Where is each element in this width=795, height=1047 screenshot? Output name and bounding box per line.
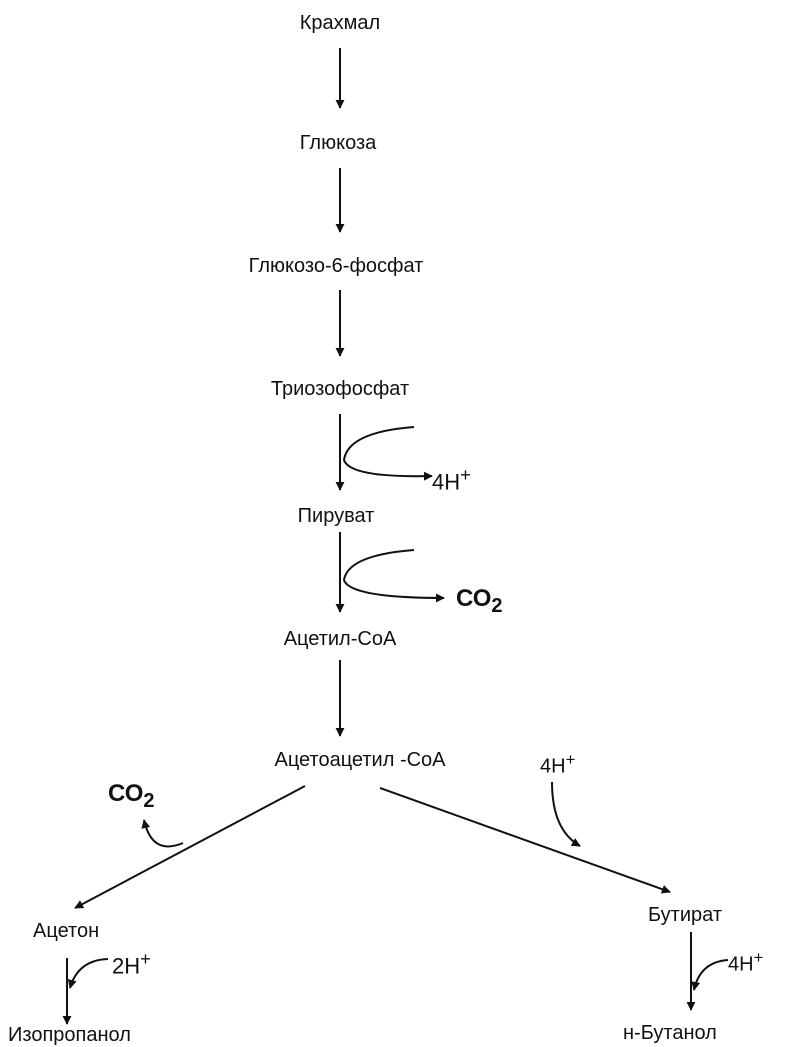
- label-4h-triose: 4Н+: [432, 464, 471, 495]
- label-4h-butyrate: 4Н+: [540, 750, 576, 778]
- arrow-acetoacetylcoa-acetone: [74, 785, 306, 909]
- node-triose-phosphate: Триозофосфат: [270, 378, 410, 400]
- node-butyrate: Бутират: [648, 904, 722, 926]
- node-glucose: Глюкоза: [299, 132, 377, 154]
- label-4h-butanol: 4Н+: [728, 948, 764, 976]
- label-co2-pyruvate: СО2: [456, 585, 503, 617]
- node-isopropanol: Изопропанол: [8, 1024, 131, 1046]
- side-arrow-co2-out: [141, 819, 184, 848]
- node-glucose-6-phosphate: Глюкозо-6-фосфат: [248, 255, 424, 277]
- label-2h-acetone: 2Н+: [112, 948, 151, 979]
- side-arrow-2h-in: [67, 958, 109, 989]
- node-acetyl-coa: Ацетил-СоА: [283, 628, 397, 650]
- node-pyruvate: Пируват: [297, 505, 375, 527]
- side-arrow-co2-pyruvate: [342, 549, 445, 603]
- node-starch: Крахмал: [299, 12, 381, 34]
- label-co2-acetoacetyl: СО2: [108, 780, 155, 812]
- arrow-acetoacetylcoa-butyrate: [379, 787, 671, 894]
- side-arrow-4h-triose: [342, 426, 433, 481]
- node-acetone: Ацетон: [33, 920, 100, 942]
- side-arrow-4h-in: [551, 781, 581, 847]
- node-n-butanol: н-Бутанол: [623, 1022, 717, 1044]
- side-arrow-4h-butanol-in: [691, 959, 729, 991]
- node-acetoacetyl-coa: Ацетоацетил -СоА: [274, 749, 446, 771]
